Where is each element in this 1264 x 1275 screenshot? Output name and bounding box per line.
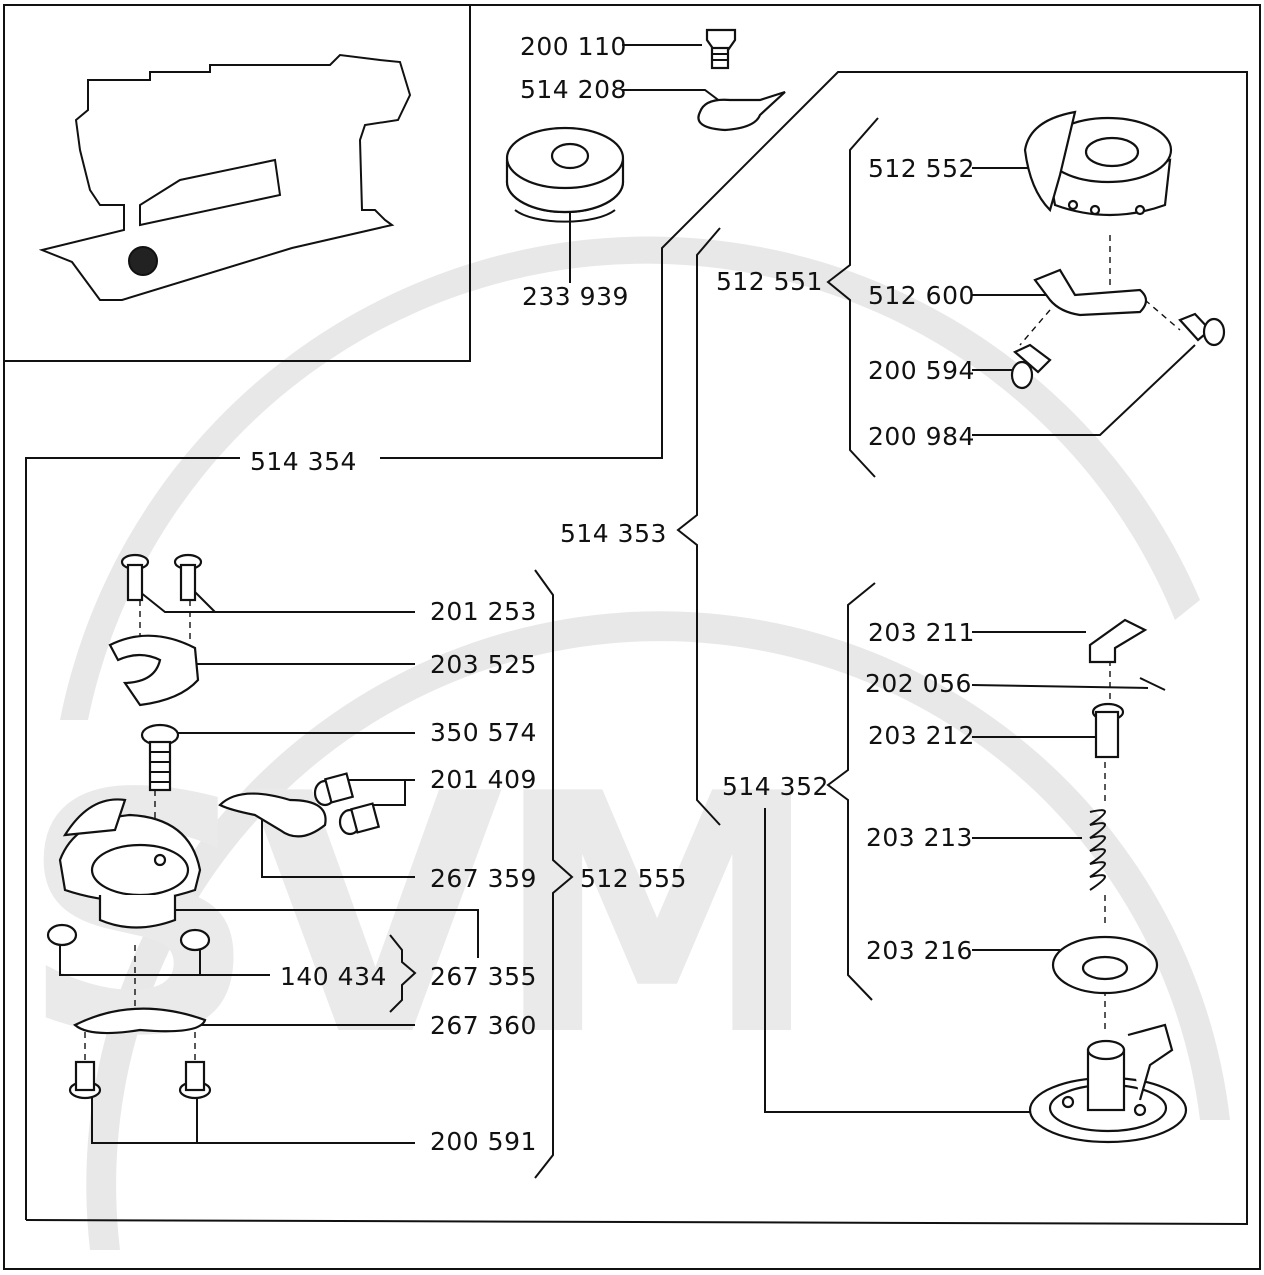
screw-140434-right-icon xyxy=(179,928,211,952)
label-203211: 203 211 xyxy=(868,618,975,647)
screw-140434-left-icon xyxy=(46,923,78,947)
label-233939: 233 939 xyxy=(522,282,629,311)
guide-267359-icon xyxy=(218,792,327,838)
screws-200591-icon xyxy=(68,1060,212,1100)
screw-350574-icon xyxy=(140,723,180,792)
label-203525: 203 525 xyxy=(430,650,537,679)
latch-203211-icon xyxy=(1088,618,1148,664)
case-267355-icon xyxy=(58,798,202,929)
part-labels: 200 110 514 208 233 939 512 552 512 551 … xyxy=(250,32,975,1156)
label-202056: 202 056 xyxy=(865,669,972,698)
label-201253: 201 253 xyxy=(430,597,537,626)
base-assembly-icon xyxy=(1028,1023,1188,1144)
label-200594: 200 594 xyxy=(868,356,975,385)
hook-512552-icon xyxy=(1023,110,1173,217)
label-200984: 200 984 xyxy=(868,422,975,451)
plate-267360-icon xyxy=(73,1007,207,1035)
part-drawings xyxy=(46,28,1226,1144)
plate-203525-icon xyxy=(108,634,200,707)
label-203216: 203 216 xyxy=(866,936,973,965)
label-200591: 200 591 xyxy=(430,1127,537,1156)
bobbin-233939-icon xyxy=(505,126,625,223)
label-512555: 512 555 xyxy=(580,864,687,893)
screw-200594-icon xyxy=(1010,343,1052,390)
label-514208: 514 208 xyxy=(520,75,627,104)
label-267355: 267 355 xyxy=(430,962,537,991)
label-512552: 512 552 xyxy=(868,154,975,183)
plate-512600-icon xyxy=(1033,268,1148,317)
label-514353: 514 353 xyxy=(560,519,667,548)
screws-201253-icon xyxy=(120,553,203,602)
label-203212: 203 212 xyxy=(868,721,975,750)
spring-514208-icon xyxy=(697,90,786,132)
label-201409: 201 409 xyxy=(430,765,537,794)
label-350574: 350 574 xyxy=(430,718,537,747)
label-200110: 200 110 xyxy=(520,32,627,61)
label-267360: 267 360 xyxy=(430,1011,537,1040)
group-lines xyxy=(25,71,1248,1226)
spring-203213-icon xyxy=(1089,809,1106,891)
screw-200984-icon xyxy=(1178,312,1226,347)
label-512551: 512 551 xyxy=(716,267,823,296)
machine-inset xyxy=(3,4,471,362)
page-frame xyxy=(3,4,1261,1270)
screw-200110-icon xyxy=(705,28,737,70)
label-203213: 203 213 xyxy=(866,823,973,852)
plunger-203212-icon xyxy=(1091,702,1125,759)
washer-203216-icon xyxy=(1051,935,1159,995)
leader-lines xyxy=(59,44,1196,1144)
screws-201409-icon xyxy=(313,772,381,836)
label-512600: 512 600 xyxy=(868,281,975,310)
label-140434: 140 434 xyxy=(280,962,387,991)
label-514354: 514 354 xyxy=(250,447,357,476)
label-267359: 267 359 xyxy=(430,864,537,893)
label-514352: 514 352 xyxy=(722,772,829,801)
pin-202056-icon xyxy=(1139,677,1166,691)
